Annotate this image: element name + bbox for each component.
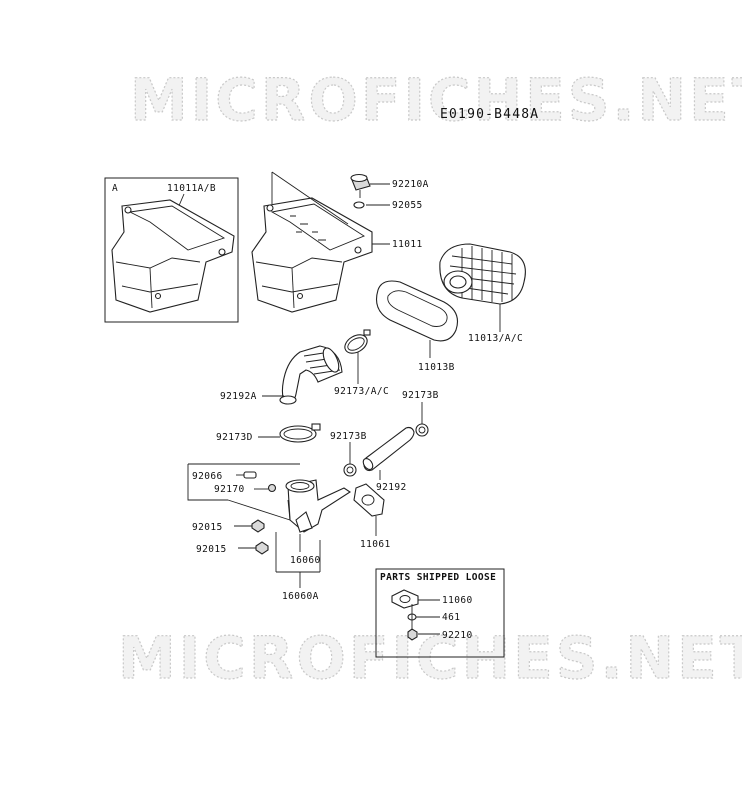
label-11011AB: 11011A/B [167, 183, 216, 194]
watermark-top: MICROFICHES.NET [130, 66, 742, 134]
pin-92066 [243, 471, 257, 479]
nut-92015-a [251, 519, 265, 533]
clamp-92173B-top [415, 423, 429, 437]
watermark-bottom: MICROFICHES.NET [118, 624, 742, 692]
label-92170: 92170 [214, 484, 245, 495]
gasket-11061 [353, 483, 385, 517]
label-92173B-top: 92173B [402, 390, 439, 401]
label-11013AC: 11013/A/C [468, 333, 523, 344]
label-92210A: 92210A [392, 179, 429, 190]
intake-body-16060 [285, 479, 352, 533]
air-cleaner-cover-inset [111, 199, 235, 313]
label-92015-b: 92015 [196, 544, 227, 555]
elbow-hose-92192A [279, 345, 343, 405]
label-11061: 11061 [360, 539, 391, 550]
label-92066: 92066 [192, 471, 223, 482]
clamp-92173AC [344, 329, 371, 354]
screw-92170 [267, 483, 277, 493]
nut-92015-b [255, 541, 269, 555]
label-92173D: 92173D [216, 432, 253, 443]
parts-shipped-loose-title: PARTS SHIPPED LOOSE [380, 572, 496, 583]
nut-92210 [407, 628, 418, 641]
hose-92192 [362, 426, 415, 472]
diagram-reference-code: E0190-B448A [440, 107, 539, 122]
label-92015-a: 92015 [192, 522, 223, 533]
parts-shipped-loose-box: PARTS SHIPPED LOOSE 11060 461 92210 [375, 568, 505, 658]
label-16060A: 16060A [282, 591, 319, 602]
label-11013B: 11013B [418, 362, 455, 373]
label-92192: 92192 [376, 482, 407, 493]
o-ring-92055 [353, 201, 365, 209]
clamp-92173D [279, 423, 321, 443]
gasket-11060 [391, 589, 419, 609]
label-92210: 92210 [442, 630, 473, 641]
inset-a-letter: A [112, 183, 118, 194]
label-92055: 92055 [392, 200, 423, 211]
air-cleaner-cover [251, 197, 373, 313]
clamp-92173B-mid [343, 463, 357, 477]
knob-92210A [350, 173, 371, 198]
label-11011: 11011 [392, 239, 423, 250]
filter-element [439, 243, 526, 305]
label-92173B-mid: 92173B [330, 431, 367, 442]
label-11060: 11060 [442, 595, 473, 606]
label-92192A: 92192A [220, 391, 257, 402]
label-92173AC: 92173/A/C [334, 386, 389, 397]
pre-cleaner-11013B [375, 280, 459, 342]
label-461: 461 [442, 612, 460, 623]
label-16060: 16060 [290, 555, 321, 566]
inset-a-box: A 11011A/B [104, 177, 239, 323]
